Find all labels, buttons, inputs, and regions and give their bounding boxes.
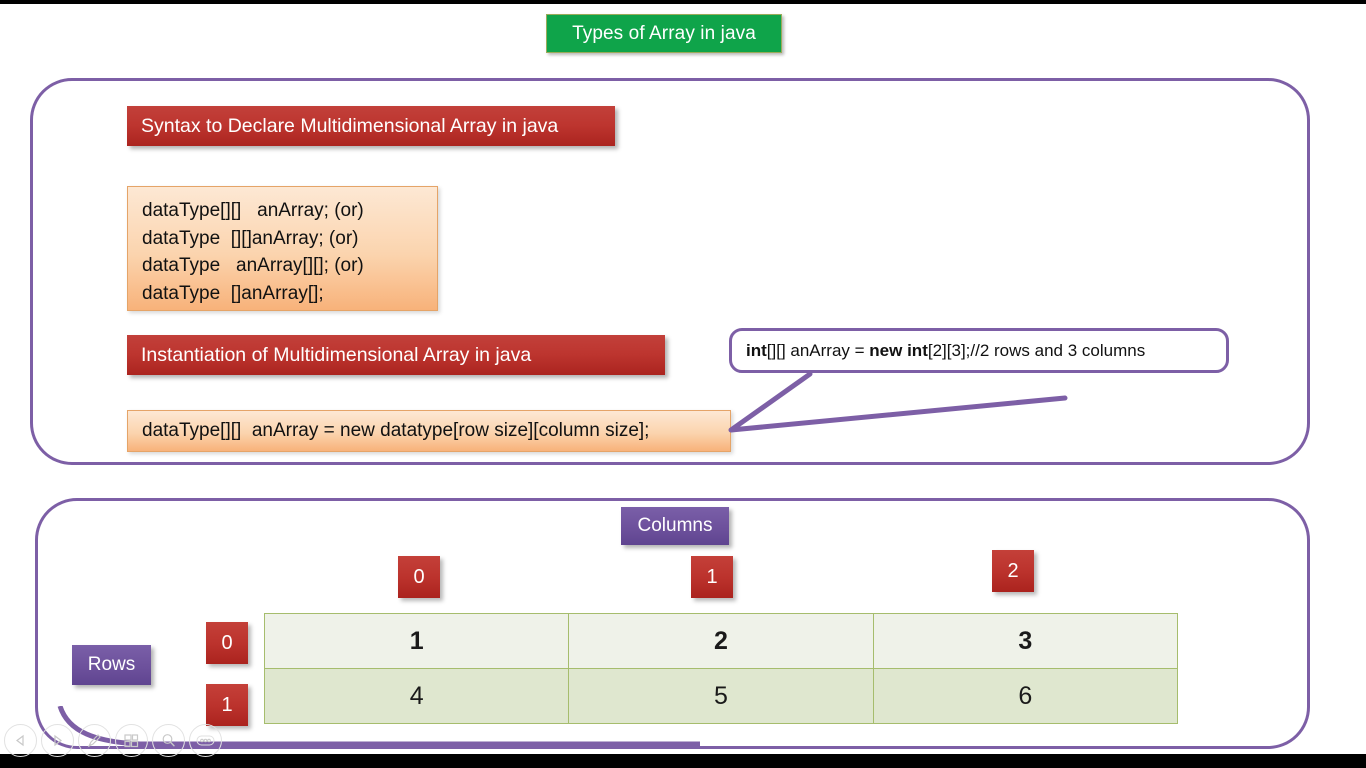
all-slides-button[interactable] (115, 724, 148, 757)
more-options-button[interactable] (189, 724, 222, 757)
letterbox-top (0, 0, 1366, 4)
declare-syntax-header-text: Syntax to Declare Multidimensional Array… (141, 114, 559, 137)
instantiation-example-callout: int[][] anArray = new int[2][3];//2 rows… (729, 328, 1229, 373)
rows-axis-label-text: Rows (87, 654, 136, 675)
instantiation-code-box: dataType[][] anArray = new datatype[row … (127, 410, 731, 452)
column-index-0: 0 (398, 556, 440, 598)
column-index-1: 1 (691, 556, 733, 598)
callout-segment-2: [2][3];//2 rows and 3 columns (927, 340, 1146, 360)
pen-icon (86, 732, 103, 749)
row-index-1-text: 1 (221, 693, 233, 716)
table-row: 4 5 6 (263, 668, 1179, 724)
row-index-0-text: 0 (221, 631, 233, 654)
cell-0-2: 3 (872, 613, 1179, 669)
previous-slide-button[interactable] (4, 724, 37, 757)
declare-code-line-4: dataType []anArray[]; (142, 282, 324, 304)
column-index-0-text: 0 (413, 565, 425, 588)
cell-1-2: 6 (872, 668, 1179, 724)
presentation-player-toolbar[interactable] (4, 724, 222, 757)
declare-code-line-2: dataType [][]anArray; (or) (142, 227, 359, 249)
instantiation-code-line: dataType[][] anArray = new datatype[row … (142, 420, 650, 442)
table-row: 1 2 3 (263, 613, 1179, 669)
declare-code-line-3: dataType anArray[][]; (or) (142, 255, 364, 276)
declare-syntax-code-box: dataType[][] anArray; (or) dataType [][]… (127, 186, 438, 311)
callout-text: int[][] anArray = new int[2][3];//2 rows… (732, 341, 1145, 361)
pen-tool-button[interactable] (78, 724, 111, 757)
callout-keyword-int: int (746, 340, 767, 360)
columns-axis-label-text: Columns (637, 515, 713, 536)
cell-1-0: 4 (263, 668, 570, 724)
slide-title-text: Types of Array in java (572, 22, 756, 44)
slide-title-banner: Types of Array in java (546, 14, 782, 53)
zoom-button[interactable] (152, 724, 185, 757)
declare-code-line-1: dataType[][] anArray; (or) (142, 200, 364, 221)
magnifier-icon (160, 732, 177, 749)
instantiation-header-text: Instantiation of Multidimensional Array … (141, 343, 532, 366)
more-options-icon (196, 734, 215, 747)
callout-keyword-new-int: new int (869, 340, 928, 360)
rows-axis-label: Rows (72, 645, 151, 685)
previous-slide-icon (13, 733, 28, 748)
next-slide-icon (50, 733, 65, 748)
columns-axis-label: Columns (621, 507, 729, 545)
next-slide-button[interactable] (41, 724, 74, 757)
column-index-1-text: 1 (706, 565, 718, 588)
row-index-1: 1 (206, 684, 248, 726)
slides-grid-icon (123, 732, 140, 749)
cell-0-1: 2 (568, 613, 874, 669)
letterbox-bottom (0, 754, 1366, 768)
cell-0-0: 1 (263, 613, 570, 669)
declare-syntax-header: Syntax to Declare Multidimensional Array… (127, 106, 615, 146)
column-index-2-text: 2 (1007, 559, 1019, 582)
column-index-2: 2 (992, 550, 1034, 592)
cell-1-1: 5 (568, 668, 874, 724)
callout-segment-1: [][] anArray = (766, 340, 870, 360)
instantiation-header: Instantiation of Multidimensional Array … (127, 335, 665, 375)
array-value-grid: 1 2 3 4 5 6 (263, 613, 1179, 724)
row-index-0: 0 (206, 622, 248, 664)
